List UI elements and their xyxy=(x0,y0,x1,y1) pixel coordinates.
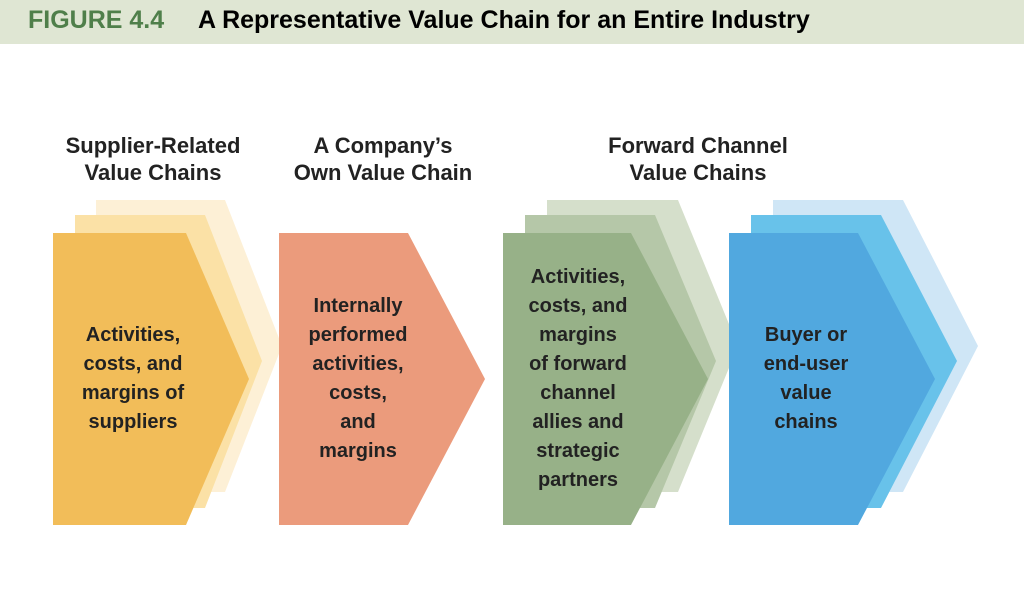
figure-title-bar: FIGURE 4.4 A Representative Value Chain … xyxy=(0,0,1024,44)
figure-title: A Representative Value Chain for an Enti… xyxy=(198,6,810,34)
heading-company-value-chain: A Company’s Own Value Chain xyxy=(293,133,473,185)
supplier-chain-label: Activities, costs, and margins of suppli… xyxy=(81,324,185,433)
buyer-chain-label: Buyer or end-user value chains xyxy=(763,324,849,433)
figure-number: FIGURE 4.4 xyxy=(28,6,165,34)
company-chevron xyxy=(279,233,485,525)
supplier-chevron-front xyxy=(53,233,249,525)
company-chain-label: Internally performed activities, costs, … xyxy=(308,295,408,462)
heading-supplier-value-chains: Supplier-Related Value Chains xyxy=(65,133,241,185)
forward-chain-label: Activities, costs, and margins of forwar… xyxy=(528,266,628,491)
heading-forward-channel-value-chains: Forward Channel Value Chains xyxy=(608,133,788,185)
forward-chevron-front xyxy=(503,233,708,525)
buyer-chevron-front xyxy=(729,233,935,525)
